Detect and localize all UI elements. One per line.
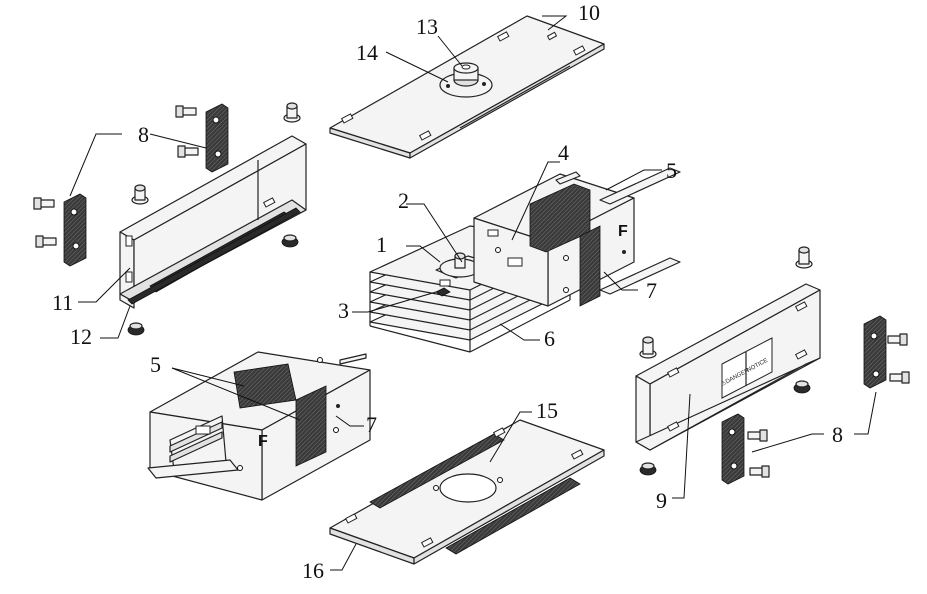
nut-icon bbox=[639, 462, 657, 476]
support-flange bbox=[439, 62, 493, 98]
label-2: 2 bbox=[398, 188, 409, 213]
lower-joint-housing: F bbox=[147, 351, 371, 501]
bolt-icon bbox=[35, 235, 57, 248]
nut-icon bbox=[793, 380, 811, 394]
right-splice-plate-lower bbox=[721, 413, 770, 485]
label-5-right: 5 bbox=[666, 158, 677, 183]
label-14: 14 bbox=[356, 40, 378, 65]
bottom-base-plate bbox=[329, 419, 605, 565]
label-10: 10 bbox=[578, 0, 600, 25]
left-side-channel bbox=[119, 135, 307, 309]
bolt-icon bbox=[639, 336, 657, 359]
bolt-icon bbox=[749, 465, 770, 478]
left-bolts bbox=[127, 102, 301, 336]
label-12: 12 bbox=[70, 324, 92, 349]
right-side-plate: ⚠DANGER NOTICE bbox=[635, 283, 821, 451]
label-1: 1 bbox=[376, 232, 387, 257]
right-splice-plate-upper bbox=[863, 315, 910, 389]
bolt-icon bbox=[175, 105, 197, 118]
bolt-icon bbox=[747, 429, 768, 442]
right-bolts bbox=[639, 246, 813, 476]
label-7-right: 7 bbox=[646, 278, 657, 303]
left-splice-plate-lower bbox=[33, 193, 87, 267]
bolt-icon bbox=[795, 246, 813, 269]
label-16: 16 bbox=[302, 558, 324, 583]
label-5-lower: 5 bbox=[150, 352, 161, 377]
bolt-icon bbox=[33, 197, 55, 210]
nut-icon bbox=[127, 322, 145, 336]
f-mark: F bbox=[618, 223, 628, 240]
f-mark: F bbox=[258, 433, 268, 450]
part-labels: 10 13 14 8 11 12 4 5 2 1 3 6 7 5 7 15 16… bbox=[52, 0, 843, 583]
leader-lines bbox=[69, 15, 877, 571]
label-8-left: 8 bbox=[138, 122, 149, 147]
label-8-right: 8 bbox=[832, 422, 843, 447]
label-3: 3 bbox=[338, 298, 349, 323]
label-11: 11 bbox=[52, 290, 73, 315]
label-4: 4 bbox=[558, 140, 569, 165]
label-13: 13 bbox=[416, 14, 438, 39]
left-splice-plate-upper bbox=[175, 103, 229, 173]
bolt-icon bbox=[887, 333, 908, 346]
joint-housing: F bbox=[473, 167, 681, 307]
bolt-icon bbox=[283, 102, 301, 123]
label-9: 9 bbox=[656, 488, 667, 513]
bolt-icon bbox=[177, 145, 199, 158]
bolt-icon bbox=[889, 371, 910, 384]
bolt-icon bbox=[131, 184, 149, 205]
label-15: 15 bbox=[536, 398, 558, 423]
nut-icon bbox=[281, 234, 299, 248]
label-7-lower: 7 bbox=[366, 412, 377, 437]
label-6: 6 bbox=[544, 326, 555, 351]
